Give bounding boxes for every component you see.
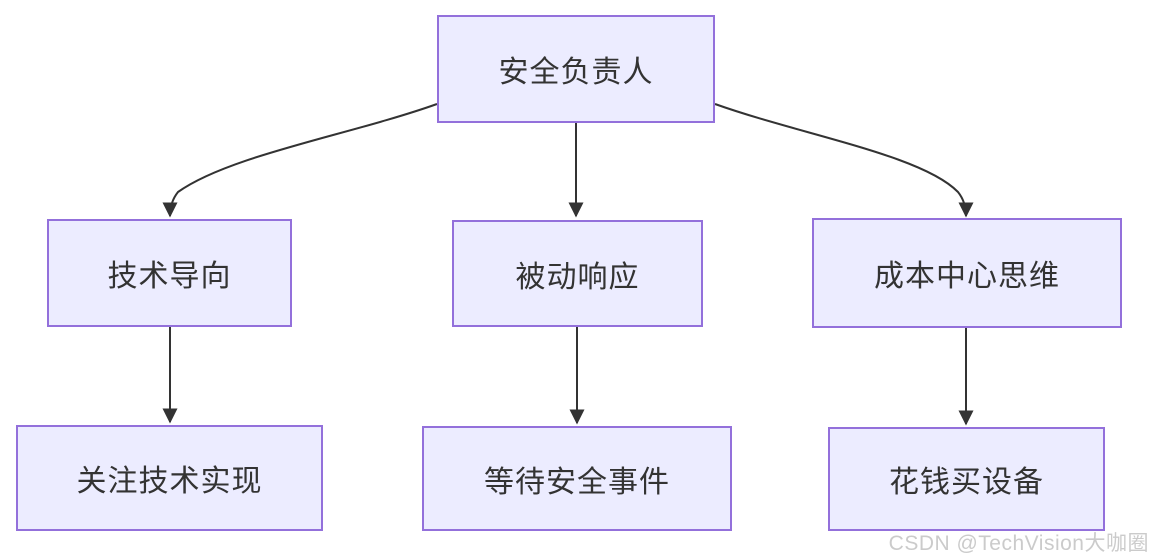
node-security-lead-label: 安全负责人 [498,56,654,89]
edge-root-to-tech-oriented [162,103,438,218]
node-buy-equipment: 花钱买设备 [828,427,1105,531]
node-wait-security-incident-label: 等待安全事件 [484,465,670,499]
node-cost-center-mindset: 成本中心思维 [812,218,1122,328]
node-cost-center-mindset-label: 成本中心思维 [874,260,1060,293]
node-tech-oriented-label: 技术导向 [107,260,232,293]
node-security-lead: 安全负责人 [437,15,715,123]
node-reactive-response: 被动响应 [452,220,703,327]
node-wait-security-incident: 等待安全事件 [422,426,732,531]
node-tech-oriented: 技术导向 [47,219,292,327]
node-buy-equipment-label: 花钱买设备 [889,466,1044,499]
csdn-watermark: CSDN @TechVision大咖圈 [888,532,1149,555]
edge-root-to-cost-center [714,103,974,218]
node-reactive-response-label: 被动响应 [515,260,640,294]
node-focus-tech-implementation-label: 关注技术实现 [76,465,263,498]
node-focus-tech-implementation: 关注技术实现 [16,425,323,531]
